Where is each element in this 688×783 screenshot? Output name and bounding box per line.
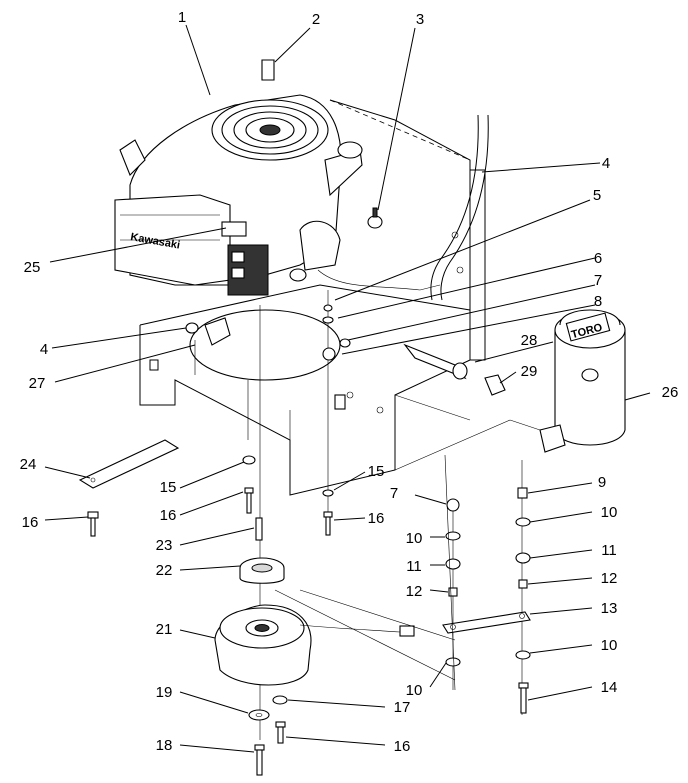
- callout-10-bottom: 10: [406, 682, 423, 699]
- left-hardware: [185, 317, 231, 375]
- callout-2: 2: [312, 11, 320, 28]
- mid-stack: [322, 290, 351, 536]
- callout-5: 5: [593, 187, 601, 204]
- part-26-air-filter: TORO: [509, 309, 626, 453]
- callout-25: 25: [24, 259, 41, 276]
- callout-28: 28: [521, 332, 538, 349]
- callout-15-mid: 15: [368, 463, 385, 480]
- part-24-plate: [78, 439, 180, 489]
- callout-7-top: 7: [594, 272, 602, 289]
- callout-26: 26: [662, 384, 679, 401]
- callout-17: 17: [394, 699, 411, 716]
- callout-16-left: 16: [160, 507, 177, 524]
- callout-22: 22: [156, 562, 173, 579]
- callout-29: 29: [521, 363, 538, 380]
- center-clutch-stack: [214, 305, 456, 776]
- leader-lines: [44, 24, 651, 753]
- callout-labels: 1 2 3 4 4 5 6 7 7 8 9 10 10 10 10 11 11 …: [20, 9, 679, 755]
- part-16-bolt-left: [87, 511, 99, 537]
- callout-24: 24: [20, 456, 37, 473]
- part-28-29-bushing: [403, 343, 506, 396]
- callout-3: 3: [416, 11, 424, 28]
- callout-18: 18: [156, 737, 173, 754]
- engine: Kawasaki: [114, 59, 441, 296]
- callout-11-mid: 11: [406, 558, 422, 575]
- callout-8: 8: [594, 293, 602, 310]
- callout-7-mid: 7: [390, 485, 398, 502]
- callout-14: 14: [601, 679, 618, 696]
- callout-9: 9: [598, 474, 606, 491]
- callout-4-left: 4: [40, 341, 48, 358]
- callout-27: 27: [29, 375, 46, 392]
- part-4-fuel-line: [430, 114, 489, 301]
- callout-6: 6: [594, 250, 602, 267]
- callout-4-top: 4: [602, 155, 610, 172]
- callout-16-bottom: 16: [394, 738, 411, 755]
- callout-23: 23: [156, 537, 173, 554]
- callout-12-mid: 12: [406, 583, 423, 600]
- callout-10-mid: 10: [406, 530, 423, 547]
- callout-10-right-top: 10: [601, 504, 618, 521]
- callout-21: 21: [156, 621, 173, 638]
- callout-16-far-left: 16: [22, 514, 39, 531]
- callout-19: 19: [156, 684, 173, 701]
- callout-12-right: 12: [601, 570, 618, 587]
- callout-16-mid: 16: [368, 510, 385, 527]
- callout-13: 13: [601, 600, 618, 617]
- callout-10-right-bottom: 10: [601, 637, 618, 654]
- right-hardware-stack: [442, 454, 531, 715]
- callout-1: 1: [178, 9, 186, 26]
- part-3-switch: [367, 207, 383, 229]
- callout-11-right: 11: [601, 542, 617, 559]
- callout-15-left: 15: [160, 479, 177, 496]
